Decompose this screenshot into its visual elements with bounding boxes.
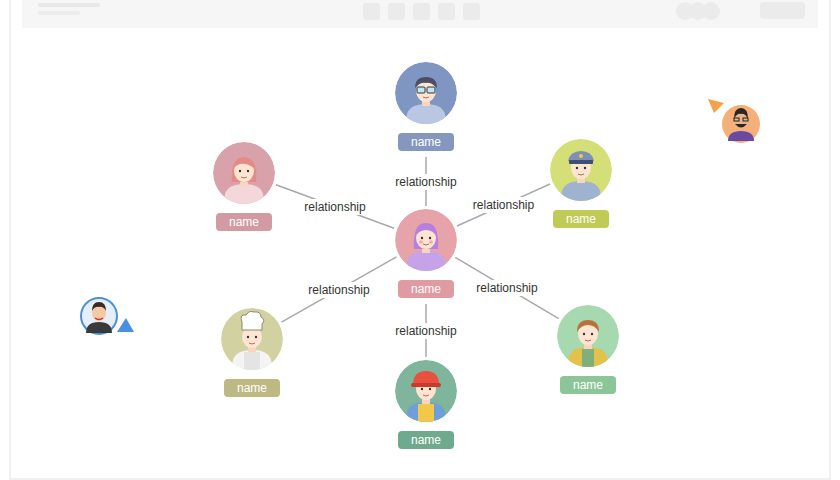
avatar-illustration [395,360,457,422]
avatar-circle [221,308,283,370]
person-node: name [557,305,619,394]
edge-label: relationship [302,199,367,215]
name-tag: name [553,210,609,228]
avatar-circle [395,62,457,124]
name-tag: name [224,379,280,397]
toolbar-mark [38,3,100,7]
person-node: name [213,142,275,231]
edge-label: relationship [474,280,539,296]
relationship-line [455,257,559,318]
edge-label: relationship [306,282,371,298]
avatar-illustration [550,139,612,201]
toolbar-mark [38,11,80,15]
edge-label: relationship [393,174,458,190]
toolbar-buttons [363,2,805,20]
avatar-circle [213,142,275,204]
collaborator-cursor [80,297,134,335]
name-text: name [573,378,603,392]
name-text: name [411,282,441,296]
name-text: name [411,433,441,447]
name-tag: name [398,431,454,449]
avatar-illustration [557,305,619,367]
avatar-circle [557,305,619,367]
avatar-illustration [395,209,457,271]
name-text: name [237,381,267,395]
person-node: name [550,139,612,228]
person-node: name [395,360,457,449]
avatar-illustration [395,62,457,124]
person-node: name [395,62,457,151]
avatar-circle [395,209,457,271]
name-tag: name [398,133,454,151]
name-tag: name [560,376,616,394]
name-text: name [229,215,259,229]
avatar-circle [395,360,457,422]
toolbar [22,0,818,28]
avatar-illustration [221,308,283,370]
name-text: name [411,135,441,149]
relationship-line [457,184,550,226]
avatar-illustration [213,142,275,204]
person-node: name [395,209,457,298]
edge-label: relationship [471,197,536,213]
canvas-panel [10,0,830,479]
relationship-line [276,185,394,229]
name-tag: name [398,280,454,298]
collaborator-cursor [708,99,760,143]
avatar-circle [550,139,612,201]
name-text: name [566,212,596,226]
name-tag: name [216,213,272,231]
person-node: name [221,308,283,397]
edge-label: relationship [393,323,458,339]
relationship-line [282,257,397,322]
